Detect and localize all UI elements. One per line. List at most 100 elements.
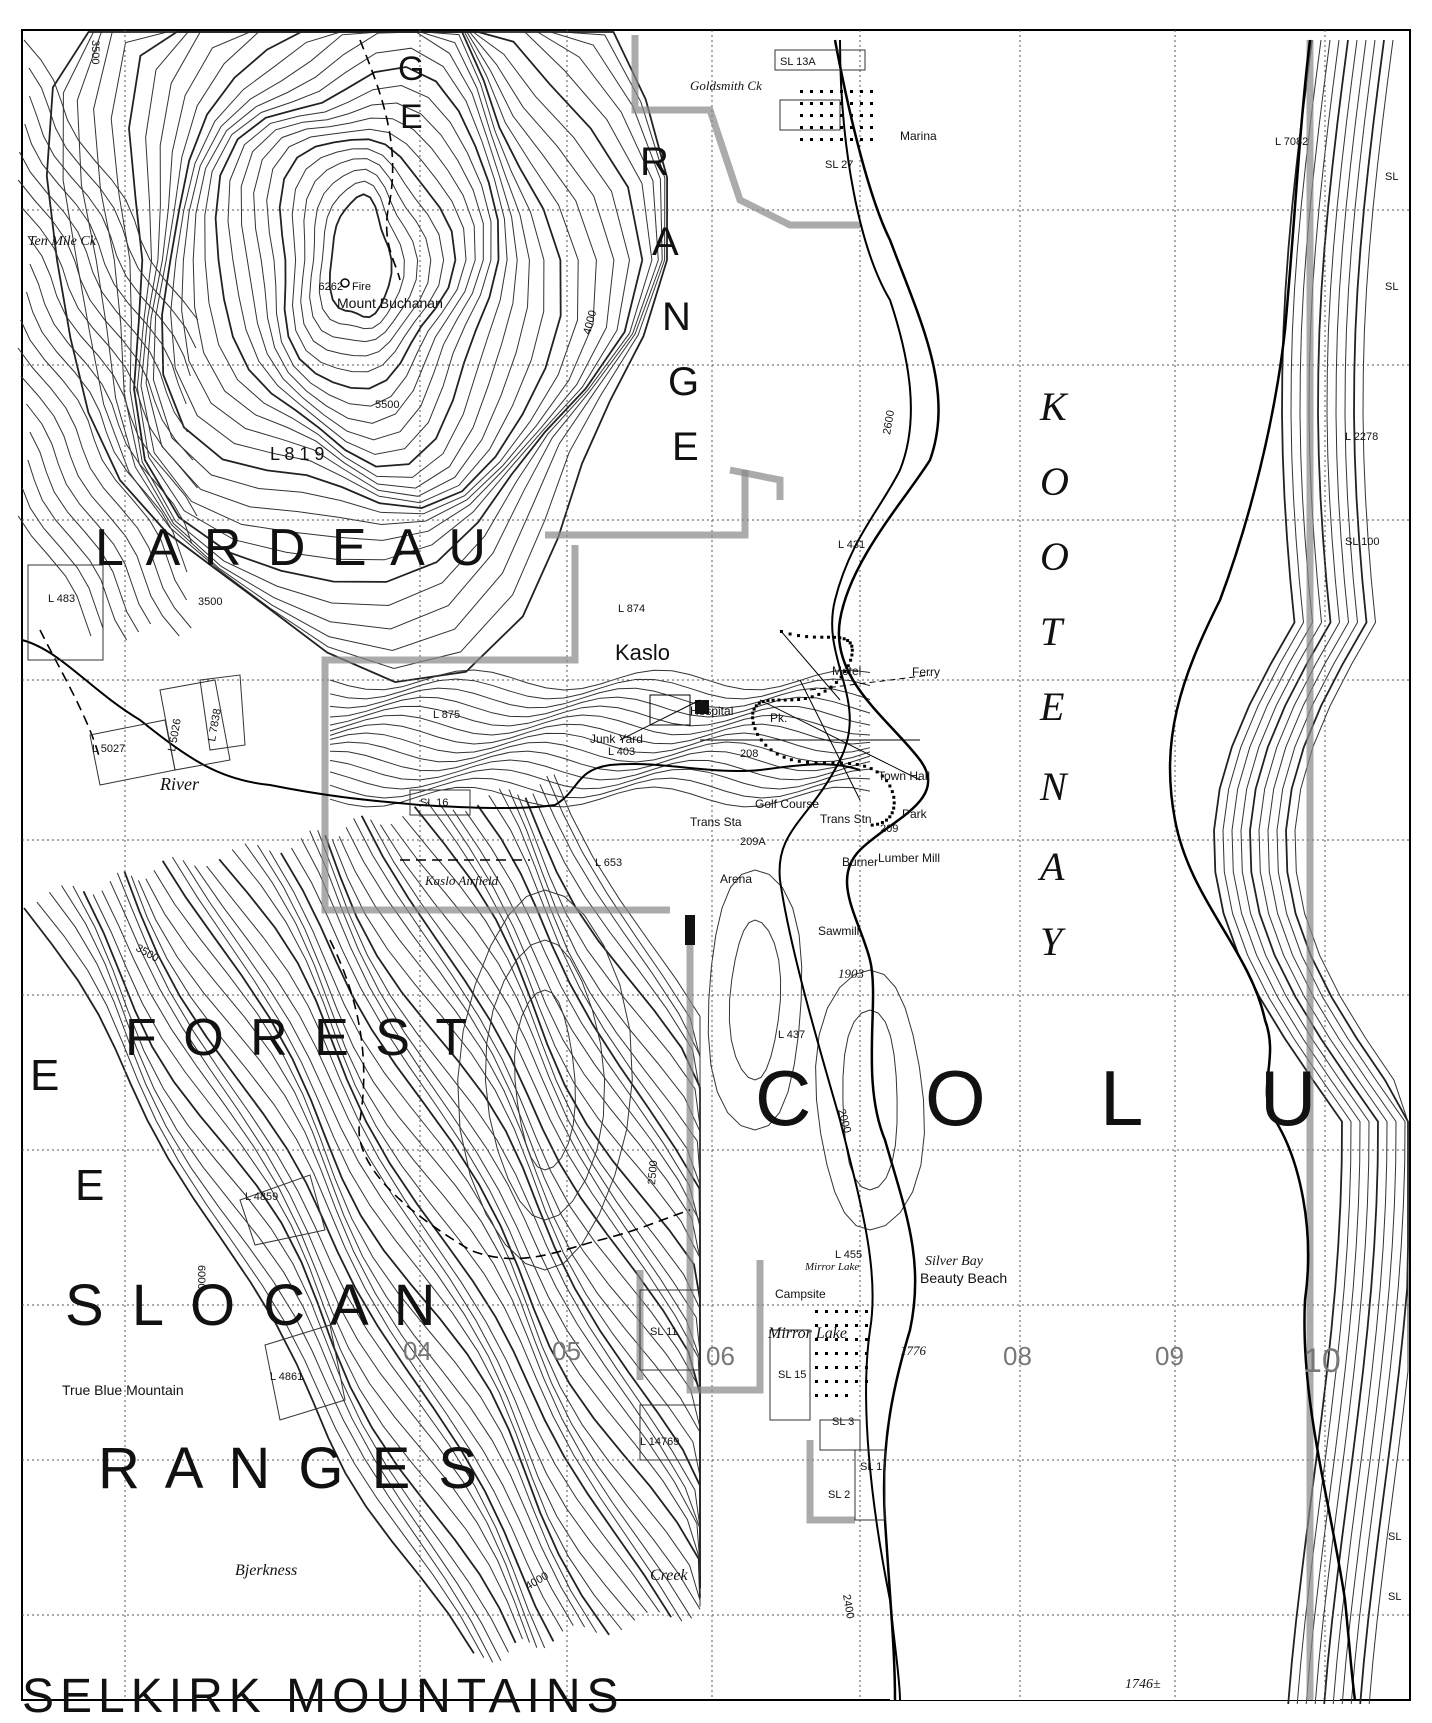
svg-text:L: L <box>1100 1054 1149 1142</box>
svg-text:10: 10 <box>1303 1342 1341 1380</box>
svg-text:O: O <box>925 1054 992 1142</box>
svg-text:SL 1: SL 1 <box>860 1461 882 1473</box>
trans-stn-label: Trans Stn <box>820 812 872 826</box>
svg-text:SL: SL <box>1385 281 1398 293</box>
svg-text:SL 2: SL 2 <box>828 1489 850 1501</box>
trail-slope <box>329 939 691 1260</box>
svg-text:SL 13A: SL 13A <box>780 56 816 68</box>
motel-label: Motel <box>832 664 861 678</box>
ferry-label: Ferry <box>912 665 940 679</box>
town-hall-label: Town Hall <box>878 769 930 783</box>
contour-2600: 2600 <box>881 409 897 435</box>
creek-label: Creek <box>650 1567 689 1584</box>
svg-text:06: 06 <box>706 1341 735 1371</box>
true-blue-mountain-label: True Blue Mountain <box>62 1382 184 1398</box>
lot-labels: SL 13A SL 27 L 7082 L 8 1 9 L 431 L 483 … <box>48 56 1401 1603</box>
highway <box>778 39 912 1701</box>
svg-text:SL: SL <box>1388 1531 1401 1543</box>
svg-text:SL 11: SL 11 <box>650 1326 678 1338</box>
svg-text:U: U <box>1260 1054 1322 1142</box>
kaslo-airfield-label: Kaslo Airfield <box>424 873 499 888</box>
svg-text:SL: SL <box>1385 171 1398 183</box>
ge-label: G E <box>398 50 430 136</box>
ranges-label: R A N G E S <box>98 1436 483 1501</box>
svg-text:L 431: L 431 <box>838 539 865 551</box>
golf-course-label: Golf Course <box>755 797 819 811</box>
svg-text:L 4861: L 4861 <box>270 1371 303 1383</box>
utm-grid <box>22 30 1410 1700</box>
kaslo-label: Kaslo <box>615 640 670 665</box>
contours-west <box>17 31 925 1663</box>
svg-text:A: A <box>652 220 685 264</box>
svg-text:G: G <box>398 50 430 88</box>
svg-text:N: N <box>1039 764 1069 809</box>
svg-text:A: A <box>1037 844 1065 889</box>
beauty-beach-label: Beauty Beach <box>920 1270 1007 1286</box>
junk-yard-label: Junk Yard <box>590 732 643 746</box>
svg-text:209A: 209A <box>740 836 766 848</box>
park-label: Park <box>902 807 928 821</box>
svg-text:L 5027: L 5027 <box>92 743 125 755</box>
svg-text:SL 15: SL 15 <box>778 1369 806 1381</box>
east-shoreline <box>1168 39 1357 1701</box>
kaslo-river <box>21 639 861 810</box>
svg-text:E: E <box>30 1051 65 1100</box>
park-boundaries <box>321 35 1314 1700</box>
svg-text:G: G <box>668 360 705 404</box>
burner-label: Burner <box>842 855 878 869</box>
contour-3500-mid: 3500 <box>198 596 222 608</box>
svg-text:O: O <box>1040 534 1069 579</box>
svg-text:L 483: L 483 <box>48 593 75 605</box>
hospital-label: Hospital <box>690 704 733 718</box>
mirror-lake-small-label: Mirror Lake <box>804 1261 859 1273</box>
bjerkness-label: Bjerkness <box>235 1562 297 1579</box>
svg-text:L 875: L 875 <box>433 709 460 721</box>
svg-text:SL: SL <box>1388 1591 1401 1603</box>
trail-west <box>39 629 101 761</box>
fire-lookout-icon <box>340 278 350 288</box>
kaslo-townsite <box>619 629 931 945</box>
svg-text:208: 208 <box>740 748 758 760</box>
kootenay-lake <box>809 40 1340 1700</box>
svg-text:L 2278: L 2278 <box>1345 431 1378 443</box>
forest-label: F O R E S T <box>125 1009 473 1067</box>
svg-text:209: 209 <box>880 823 898 835</box>
svg-text:Y: Y <box>1040 919 1066 964</box>
silver-bay-label: Silver Bay <box>925 1254 984 1269</box>
svg-text:L 437: L 437 <box>778 1029 805 1041</box>
ee-label: E E <box>30 1051 110 1210</box>
mount-buchanan-label: Mount Buchanan <box>337 295 443 311</box>
marina-label: Marina <box>900 129 937 143</box>
shore-1903-label: 1903 <box>838 966 865 981</box>
svg-text:O: O <box>1040 459 1069 504</box>
grid-number-labels: 04 05 06 08 09 10 <box>403 1336 1341 1380</box>
selkirk-mountains-label: SELKIRK MOUNTAINS <box>22 1670 625 1723</box>
pk-label: Pk. <box>770 711 787 725</box>
arena-label: Arena <box>720 872 752 886</box>
west-shoreline <box>833 39 940 1701</box>
range-vertical-label: R A N G E <box>640 140 705 469</box>
columbia-label: C O L U <box>755 1054 1322 1142</box>
shore-1746-label: 1746± <box>1125 1677 1161 1692</box>
svg-text:L 7838: L 7838 <box>206 708 224 743</box>
svg-text:SL 3: SL 3 <box>832 1416 854 1428</box>
ten-mile-ck-label: Ten Mile Ck <box>28 234 97 249</box>
svg-text:E: E <box>75 1161 110 1210</box>
svg-text:L 455: L 455 <box>835 1249 862 1261</box>
mirror-lake-label: Mirror Lake <box>767 1325 847 1342</box>
contour-2500: 2500 <box>646 1160 660 1185</box>
kootenay-lake-label: K O O T E N A Y <box>1037 384 1069 964</box>
svg-text:08: 08 <box>1003 1341 1032 1371</box>
svg-text:E: E <box>400 98 429 136</box>
goldsmith-ck-label: Goldsmith Ck <box>690 78 762 93</box>
trail-ridge <box>359 39 401 281</box>
fire-label: Fire <box>352 281 371 293</box>
contour-6000: 6000 <box>195 1265 207 1289</box>
shore-1776-label: 1776 <box>900 1343 927 1358</box>
lot-lines <box>27 49 886 1521</box>
svg-text:L 4859: L 4859 <box>245 1191 278 1203</box>
svg-text:L 5026: L 5026 <box>166 718 184 753</box>
svg-text:L 403: L 403 <box>608 746 635 758</box>
svg-text:T: T <box>1040 609 1065 654</box>
contour-2400: 2400 <box>840 1593 856 1619</box>
